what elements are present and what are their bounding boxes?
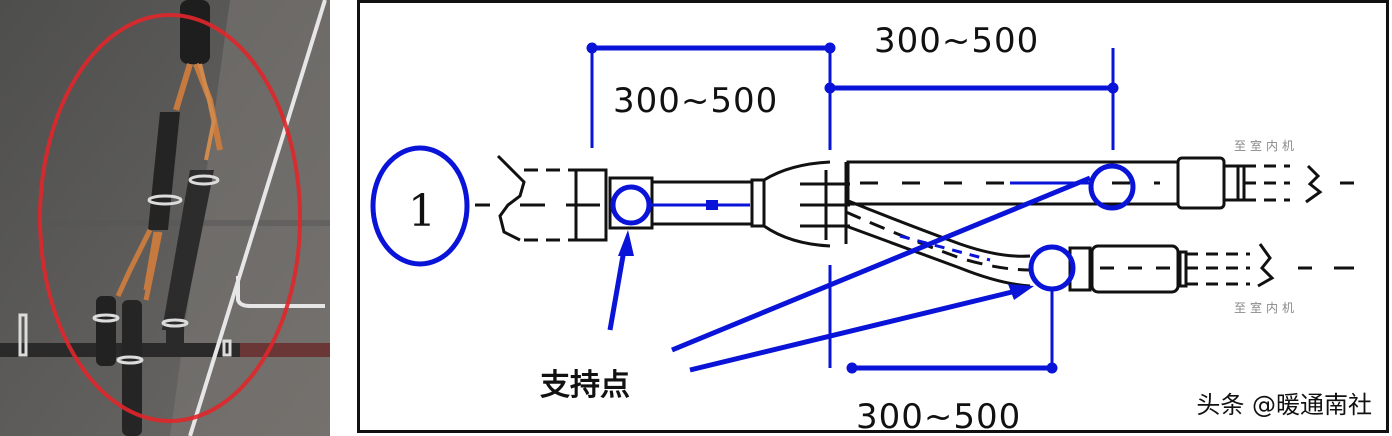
diagram-canvas: 1	[370, 21, 1354, 430]
marker-circle: 1	[370, 145, 470, 267]
watermark: 头条 @暖通南社	[1196, 391, 1372, 419]
support-point-label: 支持点	[540, 368, 630, 403]
support-markers	[586, 42, 1136, 374]
dimension-label-bottom: 300~500	[856, 397, 1021, 430]
dimension-label-top-right: 300~500	[874, 21, 1039, 61]
outlet-label-lower: 至室内机	[1234, 300, 1298, 315]
marker-number: 1	[408, 186, 436, 237]
photo-illustration	[0, 0, 330, 436]
installation-photo	[0, 0, 330, 436]
highlight-ellipse	[38, 13, 302, 423]
dimension-label-top-left: 300~500	[613, 81, 778, 121]
outlet-label-upper: 至室内机	[1234, 138, 1298, 153]
pipe-support-diagram: 1	[357, 0, 1389, 433]
